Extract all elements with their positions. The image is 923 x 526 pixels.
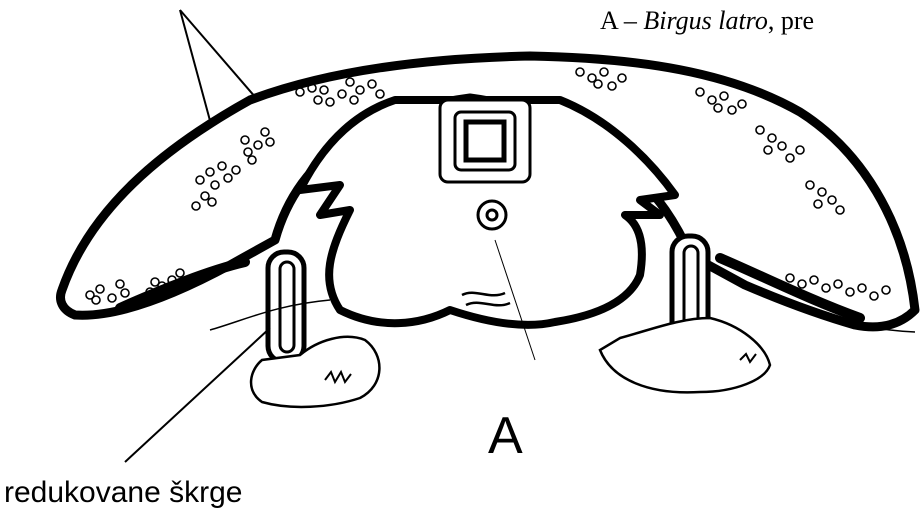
- figure-caption: A – Birgus latro, pre: [600, 6, 814, 36]
- gill-pointer: [125, 328, 270, 462]
- gill-label: redukovane škrge: [4, 478, 242, 508]
- species-name: Birgus latro: [643, 6, 767, 35]
- panel-letter: A: [488, 410, 523, 462]
- central-vessel: [478, 201, 506, 229]
- heart-chamber: [440, 100, 530, 182]
